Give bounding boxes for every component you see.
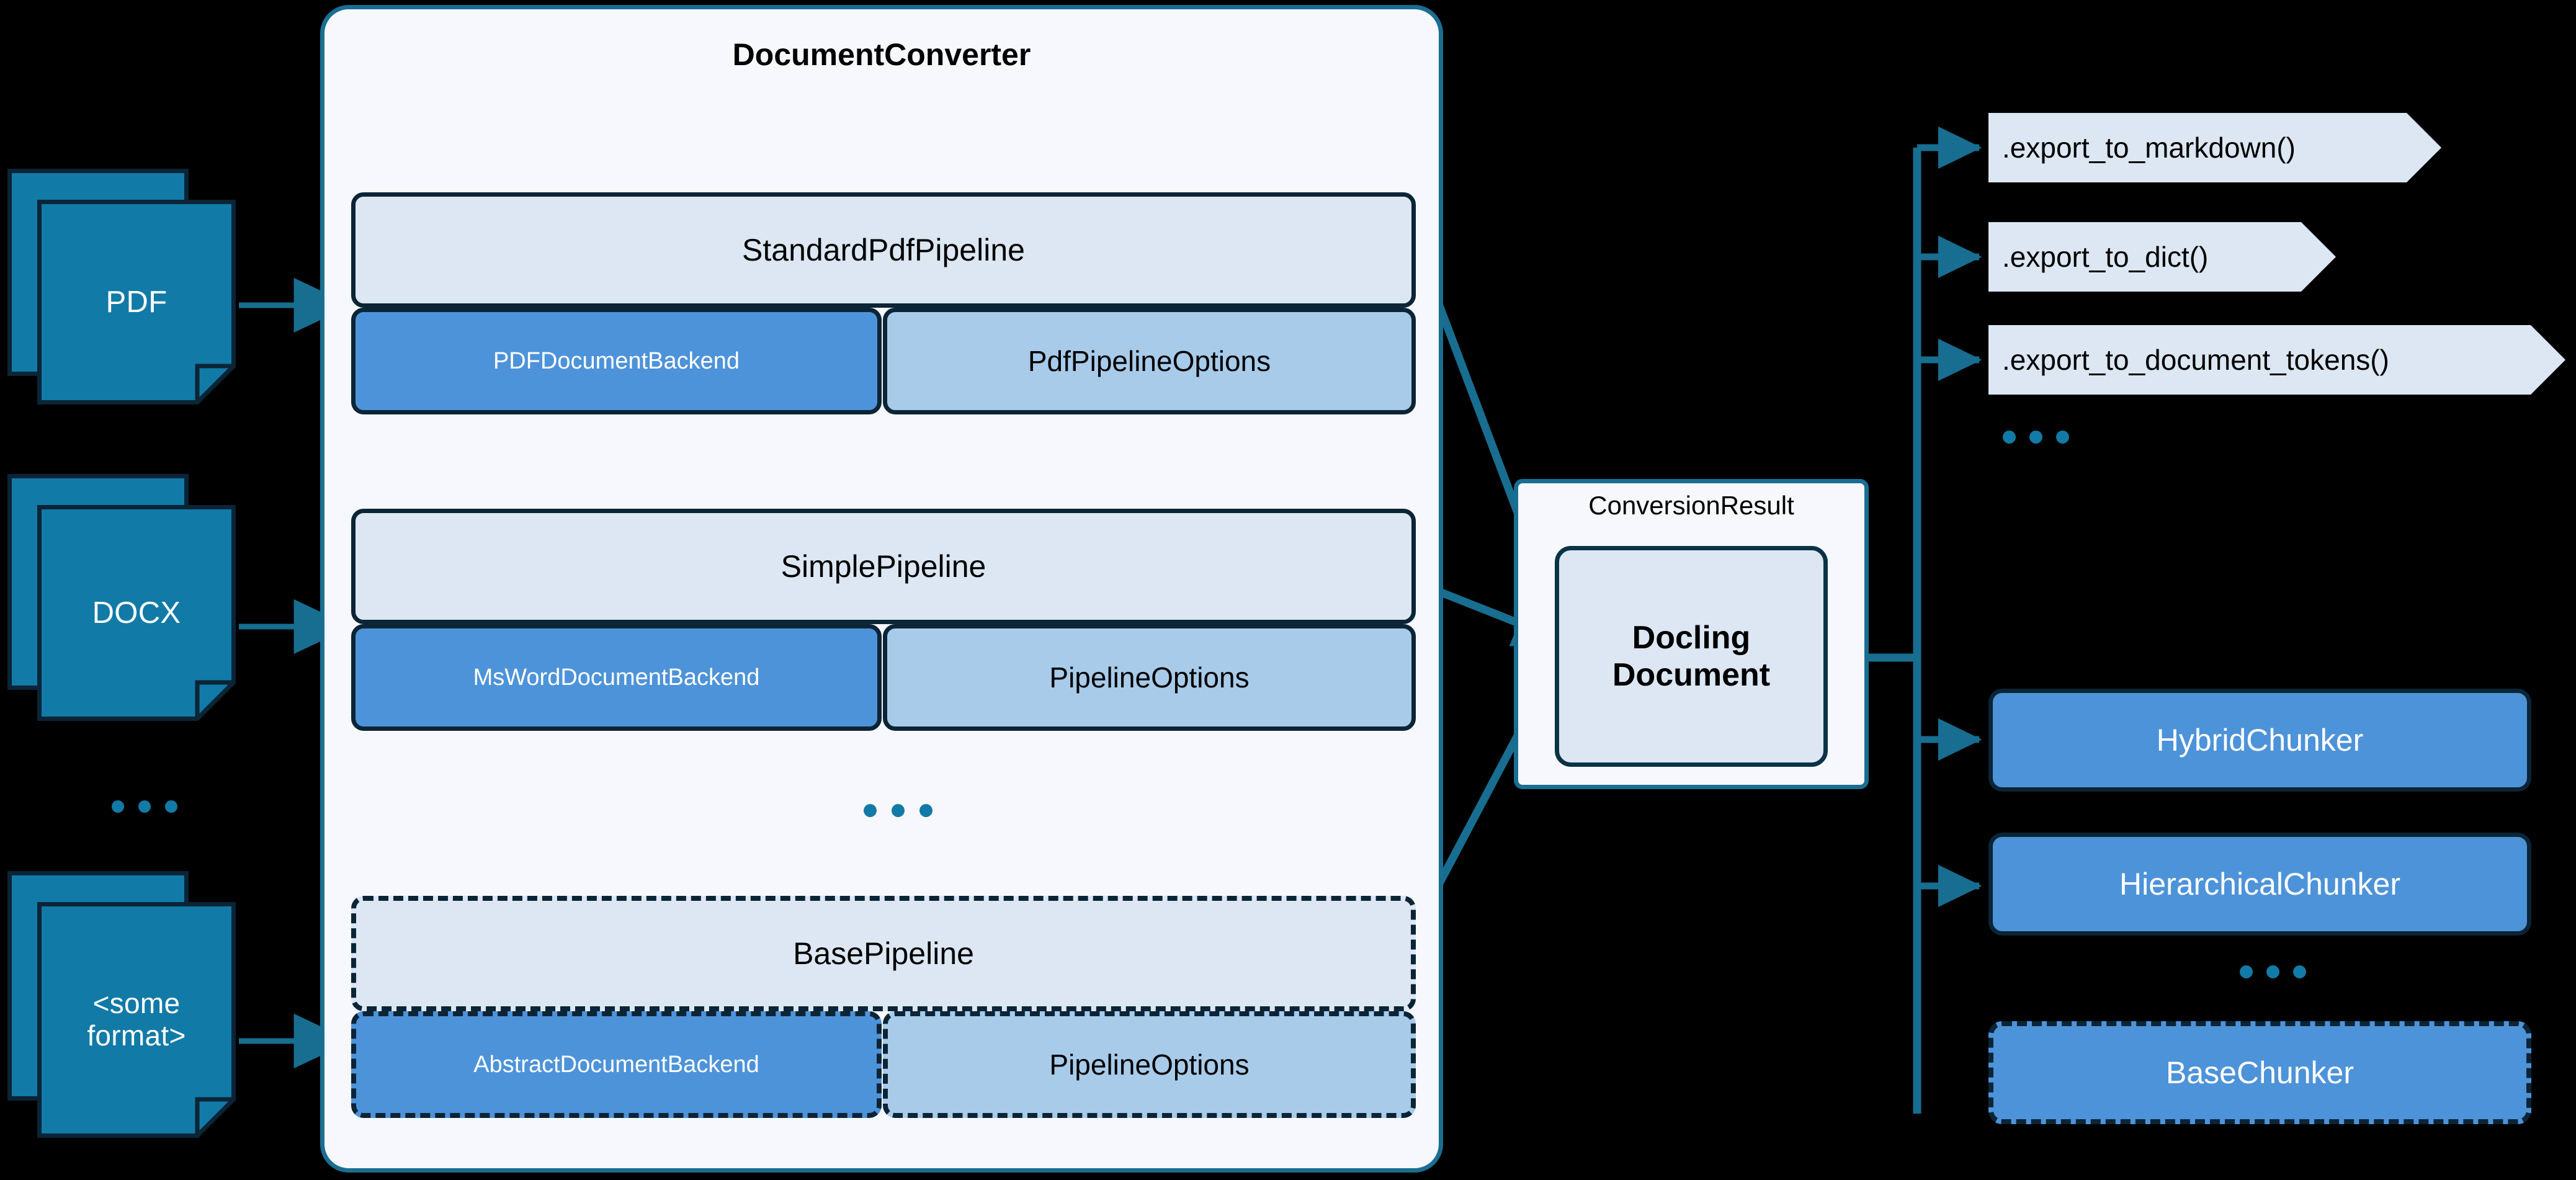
simple-pipeline-options[interactable]: PipelineOptions	[883, 624, 1416, 731]
pipeline-ellipsis	[864, 804, 932, 817]
hybrid-chunker-box[interactable]: HybridChunker	[1988, 689, 2531, 792]
export-to-markdown-chevron[interactable]: .export_to_markdown()	[1988, 113, 2441, 182]
some-format-document-label: <some format>	[87, 987, 186, 1052]
pdf-document-icon: PDF	[7, 169, 243, 405]
base-pipeline-options[interactable]: PipelineOptions	[883, 1011, 1416, 1118]
export-to-dict-chevron[interactable]: .export_to_dict()	[1988, 222, 2336, 292]
pdf-document-label: PDF	[105, 285, 168, 319]
document-converter-title: DocumentConverter	[732, 37, 1031, 72]
simple-pipeline-backend[interactable]: MsWordDocumentBackend	[351, 624, 882, 731]
export-to-document-tokens-chevron[interactable]: .export_to_document_tokens()	[1988, 325, 2565, 395]
base-pipeline-header[interactable]: BasePipeline	[351, 896, 1416, 1011]
input-ellipsis	[112, 800, 177, 813]
standard-pdf-pipeline-backend[interactable]: PDFDocumentBackend	[351, 308, 882, 414]
chunker-ellipsis	[2240, 965, 2306, 978]
hierarchical-chunker-box[interactable]: HierarchicalChunker	[1988, 833, 2531, 936]
export-to-markdown-label: .export_to_markdown()	[2002, 132, 2296, 164]
docx-document-icon: DOCX	[7, 474, 243, 722]
base-chunker-box[interactable]: BaseChunker	[1988, 1021, 2531, 1124]
some-format-document-icon: <some format>	[7, 871, 243, 1144]
base-pipeline-backend[interactable]: AbstractDocumentBackend	[351, 1011, 882, 1118]
document-front-sheet	[37, 902, 236, 1138]
document-front-sheet	[37, 200, 236, 405]
document-front-sheet	[37, 505, 236, 721]
simple-pipeline-header[interactable]: SimplePipeline	[351, 509, 1416, 624]
standard-pdf-pipeline-header[interactable]: StandardPdfPipeline	[351, 192, 1416, 308]
export-to-document-tokens-label: .export_to_document_tokens()	[2002, 344, 2389, 376]
standard-pdf-pipeline-options[interactable]: PdfPipelineOptions	[883, 308, 1416, 414]
docling-document-box[interactable]: Docling Document	[1555, 546, 1828, 767]
export-ellipsis	[2003, 431, 2069, 444]
conversion-result-title: ConversionResult	[1588, 491, 1794, 520]
docx-document-label: DOCX	[92, 596, 181, 630]
export-to-dict-label: .export_to_dict()	[2002, 241, 2209, 273]
